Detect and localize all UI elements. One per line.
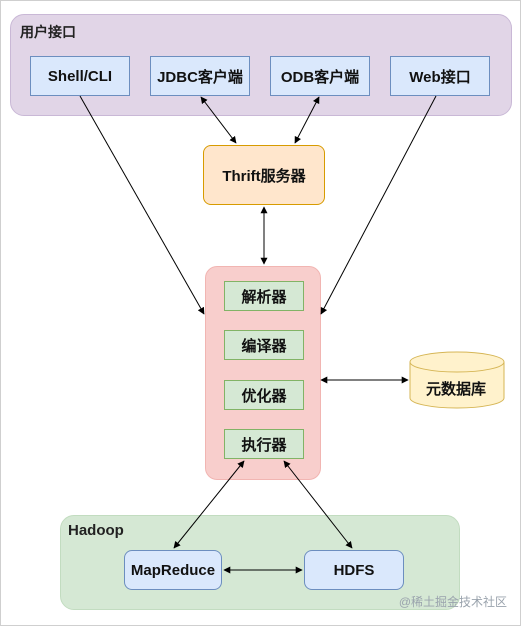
web-interface-node: Web接口 — [390, 56, 490, 96]
hdfs-node: HDFS — [304, 550, 404, 590]
arrow-executor-hdfs — [283, 460, 353, 549]
arrow-web-to-driver — [320, 95, 437, 315]
executor-node: 执行器 — [224, 429, 304, 459]
thrift-server-node: Thrift服务器 — [203, 145, 325, 205]
user-interface-group-label: 用户接口 — [20, 24, 76, 40]
arrow-shell-to-driver — [79, 95, 205, 315]
arrow-odb-thrift — [294, 96, 320, 144]
shell-cli-node: Shell/CLI — [30, 56, 130, 96]
optimizer-node: 优化器 — [224, 380, 304, 410]
watermark: @稀土掘金技术社区 — [398, 595, 507, 609]
odb-client-node: ODB客户端 — [270, 56, 370, 96]
jdbc-client-node: JDBC客户端 — [150, 56, 250, 96]
metastore-label: 元数据库 — [425, 381, 486, 398]
hadoop-group-label: Hadoop — [68, 522, 124, 539]
arrow-executor-mapreduce — [173, 460, 245, 549]
mapreduce-node: MapReduce — [124, 550, 222, 590]
metastore-cylinder — [409, 351, 505, 409]
compiler-node: 编译器 — [224, 330, 304, 360]
parser-node: 解析器 — [224, 281, 304, 311]
arrow-jdbc-thrift — [200, 96, 237, 144]
